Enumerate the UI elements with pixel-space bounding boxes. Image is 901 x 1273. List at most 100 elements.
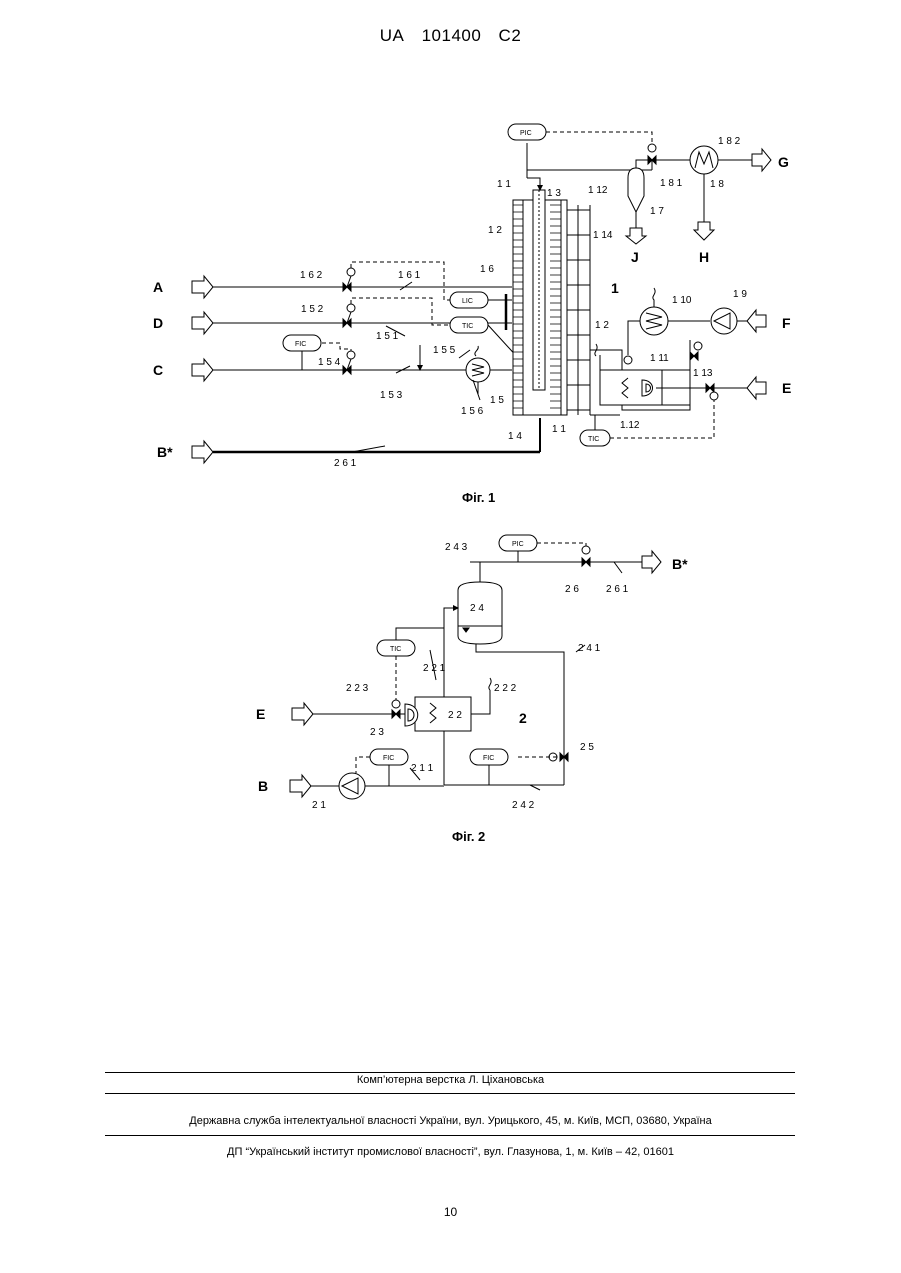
stream-label-a: A [153,279,163,295]
ref-21: 2 1 [312,800,326,811]
stream-label-c: C [153,362,163,378]
ref-221: 2 2 1 [423,663,446,674]
pic-label-2: PIC [512,541,524,548]
stream-label-j: J [631,249,639,265]
ref-114: 1 14 [593,230,613,241]
ref-113: 1 13 [693,368,713,379]
ref-241: 2 4 1 [578,643,601,654]
fic-label-2: FIC [383,755,394,762]
tic-label-2: TIC [588,436,599,443]
footer-rule-1 [105,1072,795,1073]
valve-152 [343,304,355,327]
signal-lic [351,262,450,300]
valve-26 [582,546,590,566]
ref-111: 1 11 [650,353,669,364]
page-number: 10 [0,1205,901,1219]
signal-tic [351,298,450,325]
ref-223: 2 2 3 [346,683,369,694]
exchanger-110 [640,307,668,335]
ref-18: 1 8 [710,179,724,190]
stream-label-e-2: E [256,706,265,722]
stream-label-h: H [699,249,709,265]
figure-2 [290,535,661,799]
ref-243: 2 4 3 [445,542,468,553]
figure-2-caption: Фіг. 2 [452,829,485,844]
footer-rule-2 [105,1093,795,1094]
ref-112: 1 12 [588,185,608,196]
stream-arrow-h [694,222,714,240]
stream-arrow-j [626,228,646,244]
ref-13: 1 3 [547,188,561,199]
heater-155 [466,358,490,382]
valve-223 [392,710,400,718]
ref-11-bottom: 1 1 [552,424,566,435]
column-shell-left [513,200,523,415]
condenser-18 [690,146,718,174]
stream-arrow-g [752,149,771,171]
stream-arrow-e-1 [747,377,766,399]
footer-composer: Комп’ютерна верстка Л. Ціхановська [0,1074,901,1086]
tic-label-3: TIC [390,646,401,653]
tic-label-1: TIC [462,323,473,330]
ref-11: 1 1 [497,179,511,190]
valve-113 [706,384,718,400]
footer-rule-3 [105,1135,795,1136]
stream-arrow-d [192,312,213,334]
footer-agency: Державна служба інтелектуальної власност… [0,1115,901,1127]
pic-label-1: PIC [520,130,532,137]
ref-12-mid: 1 2 [595,320,609,331]
valve-154 [343,351,355,374]
stream-arrow-b [290,775,311,797]
stream-arrow-c [192,359,213,381]
valve-1-13-upper [690,342,702,360]
ref-154: 1 5 4 [318,357,341,368]
ref-110: 1 10 [672,295,692,306]
stream-label-b: B [258,778,268,794]
ref-261-fig2: 2 6 1 [606,584,629,595]
ref-17: 1 7 [650,206,664,217]
stream-label-b-star: B* [157,444,173,460]
fic-label-3: FIC [483,755,494,762]
figure-1-caption: Фіг. 1 [462,490,495,505]
fic-label-1: FIC [295,341,306,348]
ref-25: 2 5 [580,742,594,753]
furnace-22 [415,697,471,731]
ref-26: 2 6 [565,584,579,595]
ref-222: 2 2 2 [494,683,517,694]
valve-25 [549,753,568,761]
ref-22: 2 2 [448,710,462,721]
lic-label: LIC [462,298,473,305]
ref-181: 1 8 1 [660,178,683,189]
separator-17 [628,168,644,212]
ref-24: 2 4 [470,603,484,614]
ref-156: 1 5 6 [461,406,484,417]
signal-fic [322,343,351,351]
stream-label-e: E [782,380,791,396]
ref-16: 1 6 [480,264,494,275]
ref-153: 1 5 3 [380,390,403,401]
stream-label-f: F [782,315,791,331]
ref-162: 1 6 2 [300,270,323,281]
ref-15: 1 5 [490,395,504,406]
ref-14: 1 4 [508,431,522,442]
stream-label-d: D [153,315,163,331]
stream-arrow-b-star-out [642,551,661,573]
stream-label-b-star-2: B* [672,556,688,572]
ref-12-top: 1 2 [488,225,502,236]
stream-label-g: G [778,154,789,170]
ref-242: 2 4 2 [512,800,535,811]
unit-label-1: 1 [611,280,619,296]
ref-19: 1 9 [733,289,747,300]
ref-161: 1 6 1 [398,270,421,281]
ref-23: 2 3 [370,727,384,738]
unit-label-2: 2 [519,710,527,726]
ref-151: 1 5 1 [376,331,399,342]
ref-182: 1 8 2 [718,136,741,147]
stream-arrow-f [747,310,766,332]
ref-152: 1 5 2 [301,304,324,315]
footer-institute: ДП “Український інститут промислової вла… [0,1146,901,1158]
ref-1-12: 1.12 [620,420,640,431]
ref-155: 1 5 5 [433,345,456,356]
ref-211: 2 1 1 [411,763,434,774]
stream-arrow-b-star [192,441,213,463]
